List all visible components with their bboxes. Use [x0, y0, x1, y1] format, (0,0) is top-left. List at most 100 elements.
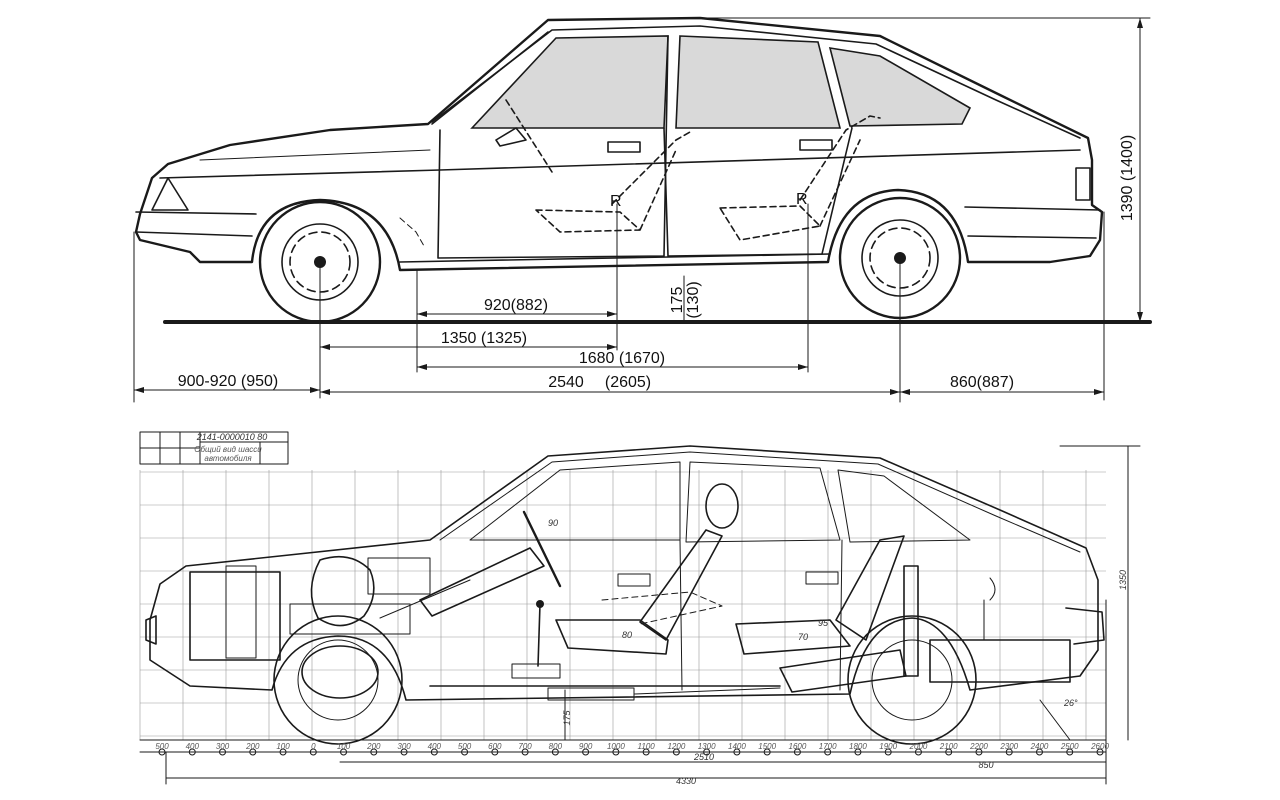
scale-tick-label: 1200	[667, 742, 685, 751]
scale-tick-mark	[733, 748, 741, 756]
scale-tick-mark	[370, 748, 378, 756]
dim-wheelbase-alt: (2605)	[605, 374, 651, 391]
scale-tick-mark	[884, 748, 892, 756]
seat-ref-front: R	[610, 193, 622, 210]
dim-ground-clearance-alt: (130)	[685, 281, 702, 318]
gear-lever	[511, 600, 561, 679]
rear-suspension	[779, 565, 1071, 693]
scale-tick-mark	[491, 748, 499, 756]
exhaust-system	[429, 685, 781, 701]
dim-seat-95: 95	[818, 618, 829, 628]
top-car-side-view: R R	[133, 16, 1152, 403]
scale-tick-mark	[551, 748, 559, 756]
scale-tick-label: 400	[428, 742, 442, 751]
scale-tick-label: 400	[186, 742, 200, 751]
scale-tick-label: 2000	[909, 742, 928, 751]
scale-tick-label: 200	[245, 742, 260, 751]
title-block: 2141-0000010 80 Общий вид шасси автомоби…	[139, 431, 289, 465]
scale-tick-mark	[1005, 748, 1013, 756]
scale-tick-mark	[1066, 748, 1074, 756]
dim-bottom-length: 4330	[676, 776, 696, 786]
scale-tick-mark	[1035, 748, 1043, 756]
chassis-front-bumper	[145, 615, 157, 645]
chassis-rear-handle	[805, 571, 839, 585]
headlight	[151, 177, 189, 211]
tail-light	[1075, 167, 1091, 201]
chassis-rear-bumper	[1065, 607, 1105, 645]
scale-tick-mark	[914, 748, 922, 756]
dim-height: 1390 (1400)	[1119, 135, 1136, 221]
title-block-number: 2141-0000010 80	[196, 432, 268, 442]
scale-tick-mark	[763, 748, 771, 756]
bottom-chassis-drawing: 2141-0000010 80 Общий вид шасси автомоби…	[139, 431, 1141, 786]
scale-tick-label: 500	[458, 742, 472, 751]
chassis-front-handle	[617, 573, 651, 587]
front-door-window	[470, 35, 669, 129]
top-dimension-lines	[133, 17, 1141, 393]
dim-front-overhang: 900-920 (950)	[178, 373, 279, 390]
dim-bottom-angle: 26°	[1063, 698, 1078, 708]
scale-tick-mark	[612, 748, 620, 756]
rear-seat-ghost	[719, 115, 881, 241]
scale-tick-mark	[1096, 748, 1104, 756]
top-extension-lines	[133, 17, 1151, 403]
rear-seat	[735, 535, 905, 655]
shoulder-line	[199, 149, 431, 161]
dim-rear-overhang: 860(887)	[950, 374, 1014, 391]
dim-wheelbase: 2540	[548, 374, 584, 391]
rear-door-window	[675, 35, 842, 129]
a-pillar	[431, 31, 549, 125]
scale-tick-mark	[309, 748, 317, 756]
dim-1350: 1350 (1325)	[441, 330, 527, 347]
scale-tick-mark	[340, 748, 348, 756]
scale-tick-label: 2200	[969, 742, 988, 751]
scale-tick-label: 1500	[758, 742, 776, 751]
scale-tick-mark	[582, 748, 590, 756]
dim-1680: 1680 (1670)	[579, 350, 665, 367]
front-bumper	[135, 211, 257, 237]
dim-bottom-clearance: 175	[562, 710, 572, 726]
dim-920: 920(882)	[484, 297, 548, 314]
scale-tick-mark	[672, 748, 680, 756]
belt-line	[159, 149, 1081, 179]
front-seat-ghost	[505, 99, 691, 233]
scale-tick-label: 1600	[789, 742, 807, 751]
top-dimension-arrows	[134, 18, 1143, 395]
rear-door	[663, 127, 853, 257]
dim-ground-clearance: 175	[669, 287, 686, 314]
rear-quarter-window	[828, 47, 972, 127]
scale-tick-mark	[521, 748, 529, 756]
scale-tick-label: 1100	[638, 742, 656, 751]
front-wheelarch-dash	[399, 217, 425, 247]
scale-tick-mark	[642, 748, 650, 756]
scale-tick-label: 2500	[1060, 742, 1079, 751]
scale-tick-label: 500	[155, 742, 169, 751]
steering-assembly	[379, 510, 562, 619]
dim-seat-80: 80	[622, 630, 632, 640]
scale-tick-mark	[461, 748, 469, 756]
chassis-window-line	[469, 461, 971, 543]
dim-bottom-wheelbase: 2510	[693, 752, 714, 762]
scale-tick-mark	[854, 748, 862, 756]
scale-tick-mark	[945, 748, 953, 756]
scale-tick-mark	[975, 748, 983, 756]
bottom-dimension-lines	[139, 445, 1141, 785]
scale-tick-mark	[824, 748, 832, 756]
scale-tick-mark	[219, 748, 227, 756]
scale-tick-label: 800	[549, 742, 563, 751]
rear-door-handle	[799, 139, 833, 151]
scale-tick-label: 1000	[607, 742, 625, 751]
scale-tick-label: 100	[337, 742, 351, 751]
seat-ref-rear: R	[796, 191, 808, 208]
scale-tick-mark	[158, 748, 166, 756]
title-block-line1: Общий вид шасси	[194, 445, 262, 454]
front-door	[437, 35, 669, 259]
scale-tick-label: 1400	[728, 742, 746, 751]
rear-bumper	[964, 206, 1101, 239]
scale-tick-label: 2100	[939, 742, 958, 751]
scale-tick-label: 1700	[819, 742, 837, 751]
dim-steer-90: 90	[548, 518, 558, 528]
scale-tick-mark	[400, 748, 408, 756]
